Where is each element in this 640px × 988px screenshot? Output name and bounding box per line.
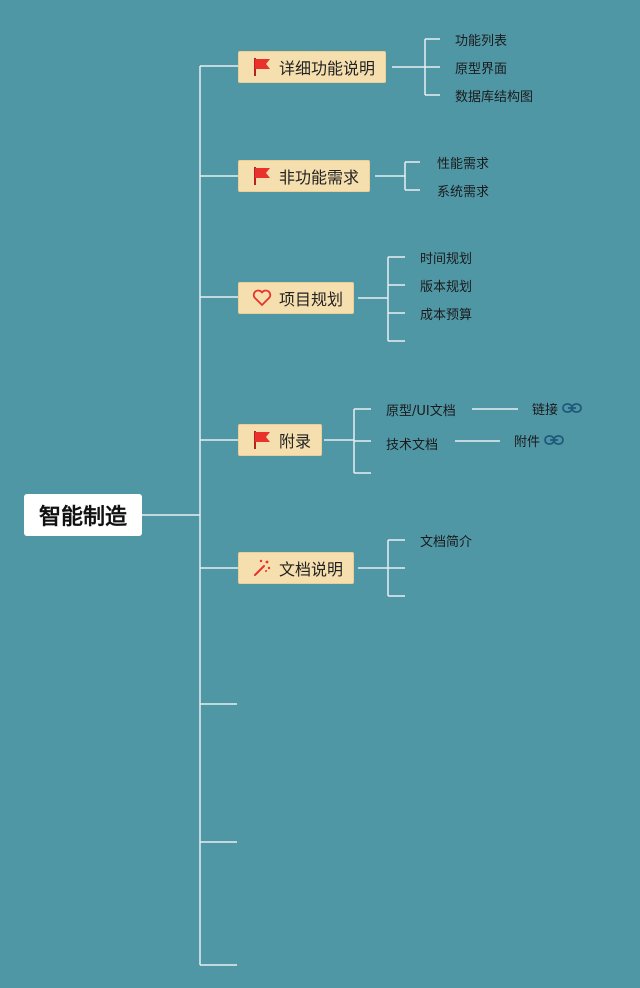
root-topic[interactable]: 智能制造 (24, 494, 142, 536)
leaf-tech-doc[interactable]: 技术文档 (386, 437, 439, 453)
leaf-attachment-label: 附件 (514, 434, 541, 450)
leaf-function-list[interactable]: 功能列表 (455, 33, 508, 49)
magic-wand-icon (251, 558, 273, 578)
branch-label: 项目规划 (279, 290, 344, 309)
flag-icon (251, 57, 273, 77)
leaf-link-label: 链接 (532, 402, 559, 418)
link-icon (562, 402, 582, 414)
leaf-prototype-ui[interactable]: 原型界面 (455, 61, 508, 77)
branch-appendix[interactable]: 附录 (238, 424, 323, 456)
leaf-db-schema[interactable]: 数据库结构图 (455, 89, 534, 105)
branch-non-functional[interactable]: 非功能需求 (238, 160, 371, 192)
link-icon (544, 434, 564, 446)
flag-icon (251, 166, 273, 186)
branch-label: 附录 (279, 432, 312, 451)
leaf-attachment[interactable]: 附件 (514, 431, 564, 450)
leaf-time-plan[interactable]: 时间规划 (420, 251, 473, 267)
leaf-version-plan[interactable]: 版本规划 (420, 279, 473, 295)
branch-label: 详细功能说明 (279, 59, 376, 78)
heart-icon (251, 288, 273, 308)
leaf-system[interactable]: 系统需求 (437, 184, 490, 200)
flag-icon (251, 430, 273, 450)
branch-project-planning[interactable]: 项目规划 (238, 282, 355, 314)
leaf-cost-budget[interactable]: 成本预算 (420, 307, 473, 323)
branch-detailed-functions[interactable]: 详细功能说明 (238, 51, 387, 83)
branch-doc-description[interactable]: 文档说明 (238, 552, 355, 584)
branch-label: 非功能需求 (279, 168, 360, 187)
leaf-doc-intro[interactable]: 文档简介 (420, 534, 473, 550)
leaf-prototype-ui-doc[interactable]: 原型/UI文档 (386, 403, 456, 419)
leaf-performance[interactable]: 性能需求 (437, 156, 490, 172)
branch-label: 文档说明 (279, 560, 344, 579)
leaf-link[interactable]: 链接 (532, 399, 582, 418)
